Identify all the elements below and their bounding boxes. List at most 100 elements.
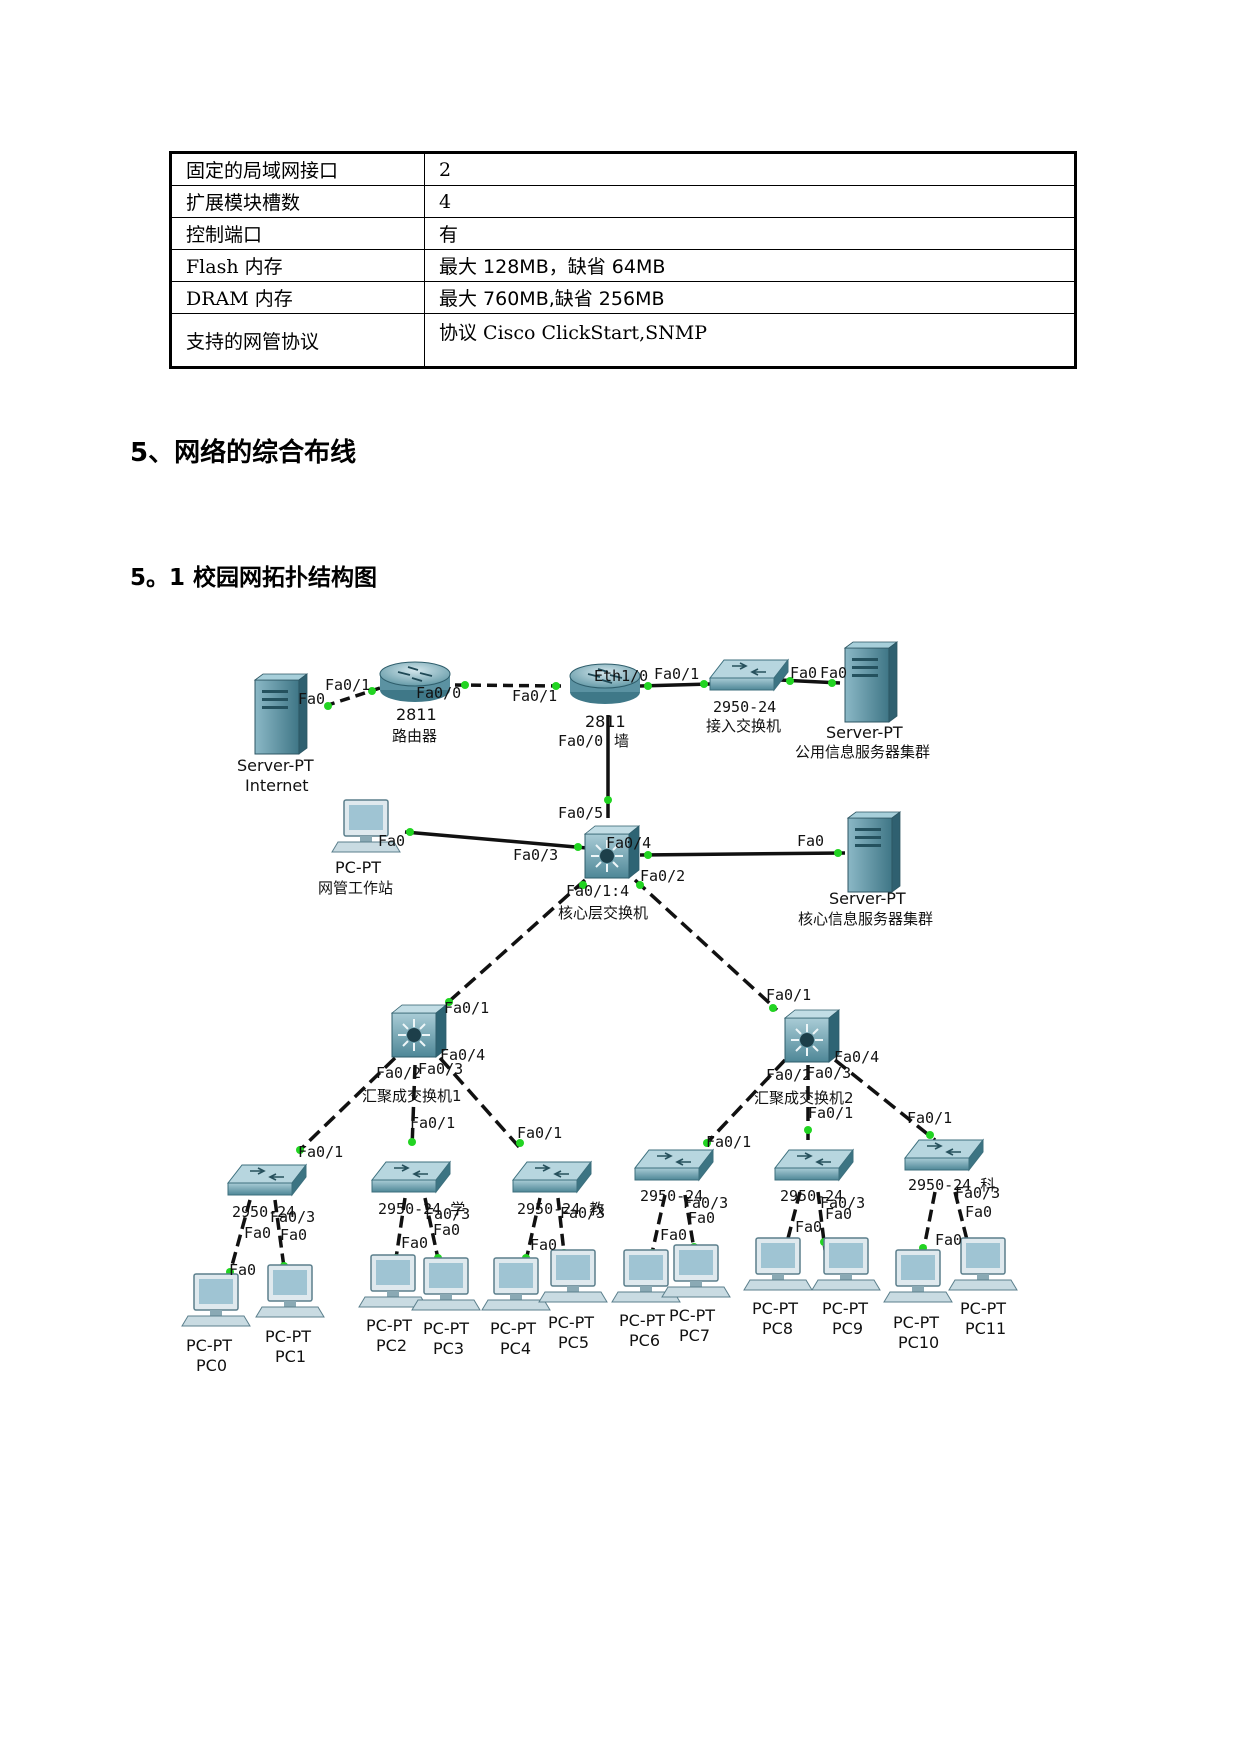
port-label: Fa0 [825, 1205, 852, 1223]
port-label: Fa0 [790, 664, 817, 682]
device-model-label: 2811 [585, 712, 626, 731]
device-model-label: 2811 [396, 705, 437, 724]
port-label: Fa0 [935, 1231, 962, 1249]
port-label: Fa0/1 [512, 687, 557, 705]
port-labels: Fa0 Fa0/1 Fa0/0 Fa0/1 Eth1/0 Fa0/1 Fa0 F… [229, 664, 1000, 1279]
edge-switch-label: 2950-24 科 [908, 1176, 995, 1194]
port-label: Fa0/4 [606, 834, 651, 852]
port-label: Fa0/3 [955, 1184, 1000, 1202]
spec-value: 2 [424, 152, 1076, 186]
pc-name-label: PC9 [832, 1319, 863, 1338]
edge-switch-icon [634, 1149, 714, 1181]
pc-model-label: PC-PT [548, 1313, 594, 1332]
port-label: Fa0 [688, 1209, 715, 1227]
pc-model-label: PC-PT [752, 1299, 798, 1318]
spec-row: 固定的局域网接口 2 [170, 152, 1076, 186]
port-label: Fa0/3 [560, 1204, 605, 1222]
edge-switch-icon [512, 1161, 592, 1193]
port-label: Fa0/2 [640, 867, 685, 885]
agg-switch-2-icon [784, 1009, 840, 1063]
port-label: Fa0/3 [683, 1194, 728, 1212]
pc-icon [255, 1264, 325, 1318]
port-label: Fa0 [298, 690, 325, 708]
edge-switch-label: 2950-24 [780, 1187, 843, 1205]
pc-name-label: PC8 [762, 1319, 793, 1338]
port-label: Fa0/1 [808, 1104, 853, 1122]
pc-model-label: PC-PT [822, 1299, 868, 1318]
internet-server-icon [254, 673, 308, 755]
port-label: Fa0 [401, 1234, 428, 1252]
port-label: Fa0 [378, 832, 405, 850]
device-name-label: 汇聚成交换机2 [754, 1089, 854, 1107]
device-name-label: Internet [245, 776, 309, 795]
edge-switch-icon [371, 1161, 451, 1193]
edge-switch-label: 2950-24 [640, 1187, 703, 1205]
port-label: Fa0/1 [298, 1143, 343, 1161]
pc-icon [661, 1244, 731, 1298]
port-label: Fa0 [229, 1261, 256, 1279]
port-label: Fa0 [280, 1226, 307, 1244]
port-label: Fa0/1 [654, 665, 699, 683]
edge-switch-label: 2950-24 教 [517, 1200, 604, 1218]
device-name-label: 墙 [614, 732, 629, 750]
port-label: Fa0/3 [418, 1060, 463, 1078]
device-model-label: 2950-24 [713, 698, 776, 716]
port-label: Fa0/1 [907, 1109, 952, 1127]
pc-name-label: PC3 [433, 1339, 464, 1358]
device-name-label: 网管工作站 [318, 879, 393, 897]
device-model-label: Server-PT [237, 756, 314, 775]
section-heading: 5、网络的综合布线 [130, 438, 357, 468]
device-name-label: 核心层交换机 [558, 904, 648, 922]
spec-value: 最大 128MB，缺省 64MB [424, 249, 1076, 282]
pc-name-label: PC10 [898, 1333, 939, 1352]
pc-icon [538, 1249, 608, 1303]
pc-icon [811, 1237, 881, 1291]
links [226, 678, 972, 1281]
edge-switch-icon [904, 1139, 984, 1171]
port-label: Fa0/0 [416, 684, 461, 702]
port-label: Fa0/0 [558, 732, 603, 750]
port-label: Fa0/1 [706, 1133, 751, 1151]
core-server-icon [847, 811, 901, 893]
port-label: Fa0/2 [766, 1066, 811, 1084]
port-label: Fa0/1 [517, 1124, 562, 1142]
agg-switch-1-icon [391, 1004, 447, 1058]
device-name-label: 核心信息服务器集群 [798, 910, 933, 928]
port-label: Fa0 [660, 1226, 687, 1244]
access-switch-icon [709, 659, 789, 691]
pc-icon [883, 1249, 953, 1303]
pc-model-label: PC-PT [960, 1299, 1006, 1318]
port-label: Fa0 [795, 1218, 822, 1236]
pc-model-label: PC-PT [490, 1319, 536, 1338]
port-label: Fa0/3 [806, 1064, 851, 1082]
spec-key: 支持的网管协议 [170, 313, 425, 368]
pc-model-label: PC-PT [669, 1306, 715, 1325]
port-label: Fa0/1 [444, 999, 489, 1017]
pc-name-label: PC11 [965, 1319, 1006, 1338]
port-label: Fa0/1 [766, 986, 811, 1004]
spec-row: 支持的网管协议 协议 Cisco ClickStart,SNMP [170, 313, 1076, 368]
pc-name-label: PC7 [679, 1326, 710, 1345]
pc-icon [181, 1273, 251, 1327]
pc-name-label: PC4 [500, 1339, 531, 1358]
link-status-dots [226, 677, 972, 1276]
port-label: Fa0/2 [376, 1064, 421, 1082]
port-label: Fa0/1 [410, 1114, 455, 1132]
port-label: Fa0/3 [820, 1194, 865, 1212]
edge-switch-icon [774, 1149, 854, 1181]
device-model-label: Server-PT [829, 889, 906, 908]
port-label: Fa0 [820, 664, 847, 682]
port-label: Fa0/1 [325, 676, 370, 694]
pc-icon [743, 1237, 813, 1291]
spec-row: Flash 内存 最大 128MB，缺省 64MB [170, 249, 1076, 282]
port-label: Fa0/3 [270, 1208, 315, 1226]
subsection-heading: 5。1 校园网拓扑结构图 [130, 565, 378, 591]
pc-name-label: PC5 [558, 1333, 589, 1352]
spec-value: 协议 Cisco ClickStart,SNMP [424, 313, 1076, 368]
port-label: Fa0/3 [513, 846, 558, 864]
port-label: Fa0 [244, 1224, 271, 1242]
edge-switch-label: 2950-24 学 [378, 1200, 465, 1218]
edge-switch-icon [227, 1164, 307, 1196]
public-server-icon [844, 641, 898, 723]
device-model-label: PC-PT [335, 858, 381, 877]
